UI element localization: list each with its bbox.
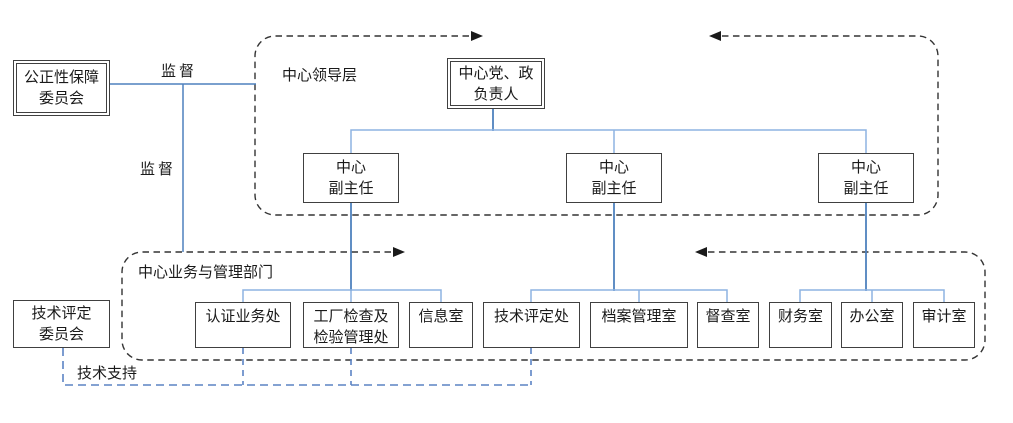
supervision-label-top: 监督 bbox=[161, 63, 198, 80]
leadership-group-outline bbox=[254, 35, 939, 216]
dept-audit-node: 审计室 bbox=[913, 302, 975, 348]
technical-committee-node: 技术评定 委员会 bbox=[13, 300, 110, 348]
tech-support-label: 技术支持 bbox=[77, 365, 138, 382]
impartiality-committee-node: 公正性保障 委员会 bbox=[13, 60, 110, 116]
departments-rail-b bbox=[530, 289, 728, 302]
leadership-left-arrow-icon bbox=[709, 31, 721, 41]
deputy-director-node-1: 中心 副主任 bbox=[303, 153, 399, 203]
impartiality-committee-label: 公正性保障 委员会 bbox=[16, 63, 107, 113]
dept-supervision-node: 督查室 bbox=[697, 302, 759, 348]
departments-group-outline bbox=[121, 251, 986, 361]
dept-office-node: 办公室 bbox=[841, 302, 903, 348]
departments-left-arrow-icon bbox=[695, 247, 707, 257]
deputy-director-node-2: 中心 副主任 bbox=[566, 153, 662, 203]
dept-archives-node: 档案管理室 bbox=[590, 302, 688, 348]
supervision-label-side: 监督 bbox=[140, 161, 177, 178]
departments-right-arrow-icon bbox=[393, 247, 405, 257]
departments-rail-a bbox=[242, 289, 442, 302]
dept-finance-node: 财务室 bbox=[769, 302, 832, 348]
center-head-node: 中心党、政 负责人 bbox=[447, 58, 545, 109]
leadership-group-label: 中心领导层 bbox=[282, 67, 358, 84]
leadership-right-arrow-icon bbox=[471, 31, 483, 41]
leadership-rail-line bbox=[350, 129, 867, 153]
departments-rail-c bbox=[799, 289, 945, 302]
dept-technical-assessment-node: 技术评定处 bbox=[483, 302, 580, 348]
dept-information-node: 信息室 bbox=[409, 302, 473, 348]
departments-group-label: 中心业务与管理部门 bbox=[138, 264, 274, 281]
dept-factory-inspection-node: 工厂检查及 检验管理处 bbox=[303, 302, 399, 348]
dept-certification-node: 认证业务处 bbox=[195, 302, 291, 348]
center-head-label: 中心党、政 负责人 bbox=[450, 61, 542, 106]
deputy-director-node-3: 中心 副主任 bbox=[818, 153, 914, 203]
